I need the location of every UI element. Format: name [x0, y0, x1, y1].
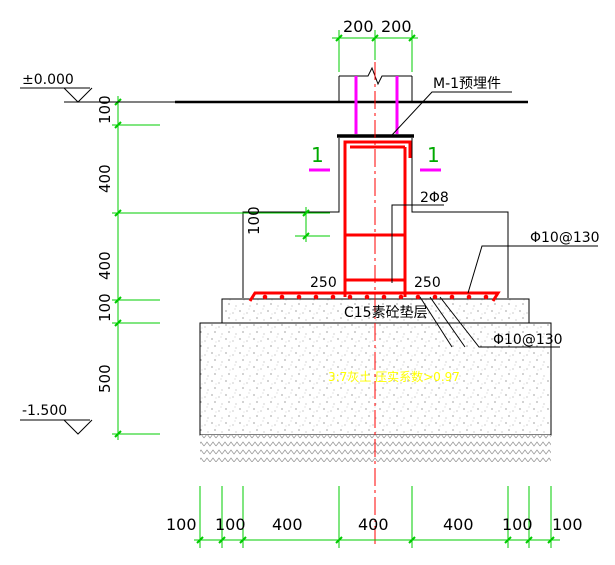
embedded-part-label: M-1预埋件 — [433, 76, 501, 92]
top-bar-label: Φ10@130 — [530, 230, 600, 246]
top-dim-right: 200 — [381, 17, 412, 36]
hook-left-label: 250 — [310, 275, 337, 291]
section-mark-right: 1 — [420, 143, 441, 172]
bottom-dim-5: 400 — [443, 515, 474, 534]
bottom-dim-2: 100 — [215, 515, 246, 534]
embedded-anchors — [354, 76, 399, 134]
pedestal-outline-right — [411, 138, 509, 298]
left-dim-2: 400 — [96, 164, 114, 193]
inner-dimension — [295, 207, 330, 242]
rebar-dots — [262, 294, 489, 300]
left-dim-1: 100 — [96, 95, 114, 124]
bottom-bar-label: Φ10@130 — [493, 332, 563, 348]
hook-right-label: 250 — [414, 275, 441, 291]
bottom-dimension — [194, 486, 560, 548]
section-label-right: 1 — [427, 143, 440, 167]
top-dimension — [332, 30, 418, 72]
section-mark-left: 1 — [309, 143, 330, 172]
elevation-bottom — [20, 419, 93, 435]
left-dim-4: 100 — [96, 293, 114, 322]
section-label-left: 1 — [311, 143, 324, 167]
cushion-label: C15素砼垫层 — [344, 305, 428, 321]
inner-dim: 100 — [245, 206, 263, 235]
bottom-dim-6: 100 — [502, 515, 533, 534]
elevation-top — [20, 87, 175, 103]
bottom-dim-4: 400 — [358, 515, 389, 534]
elevation-bottom-label: -1.500 — [22, 403, 67, 419]
soil-label: 3:7灰土 压实系数>0.97 — [328, 369, 460, 384]
top-dim-left: 200 — [343, 17, 374, 36]
left-dimension — [112, 96, 330, 440]
leader-lines — [391, 91, 598, 348]
left-dim-3: 400 — [96, 251, 114, 280]
bottom-dim-7: 100 — [552, 515, 583, 534]
stirrup-label: 2Φ8 — [420, 190, 449, 206]
bottom-dim-3: 400 — [272, 515, 303, 534]
bottom-dim-1: 100 — [166, 515, 197, 534]
elevation-top-label: ±0.000 — [22, 72, 74, 88]
left-dim-5: 500 — [96, 364, 114, 393]
pedestal-outline — [242, 138, 340, 298]
rebar-cage — [248, 140, 501, 302]
